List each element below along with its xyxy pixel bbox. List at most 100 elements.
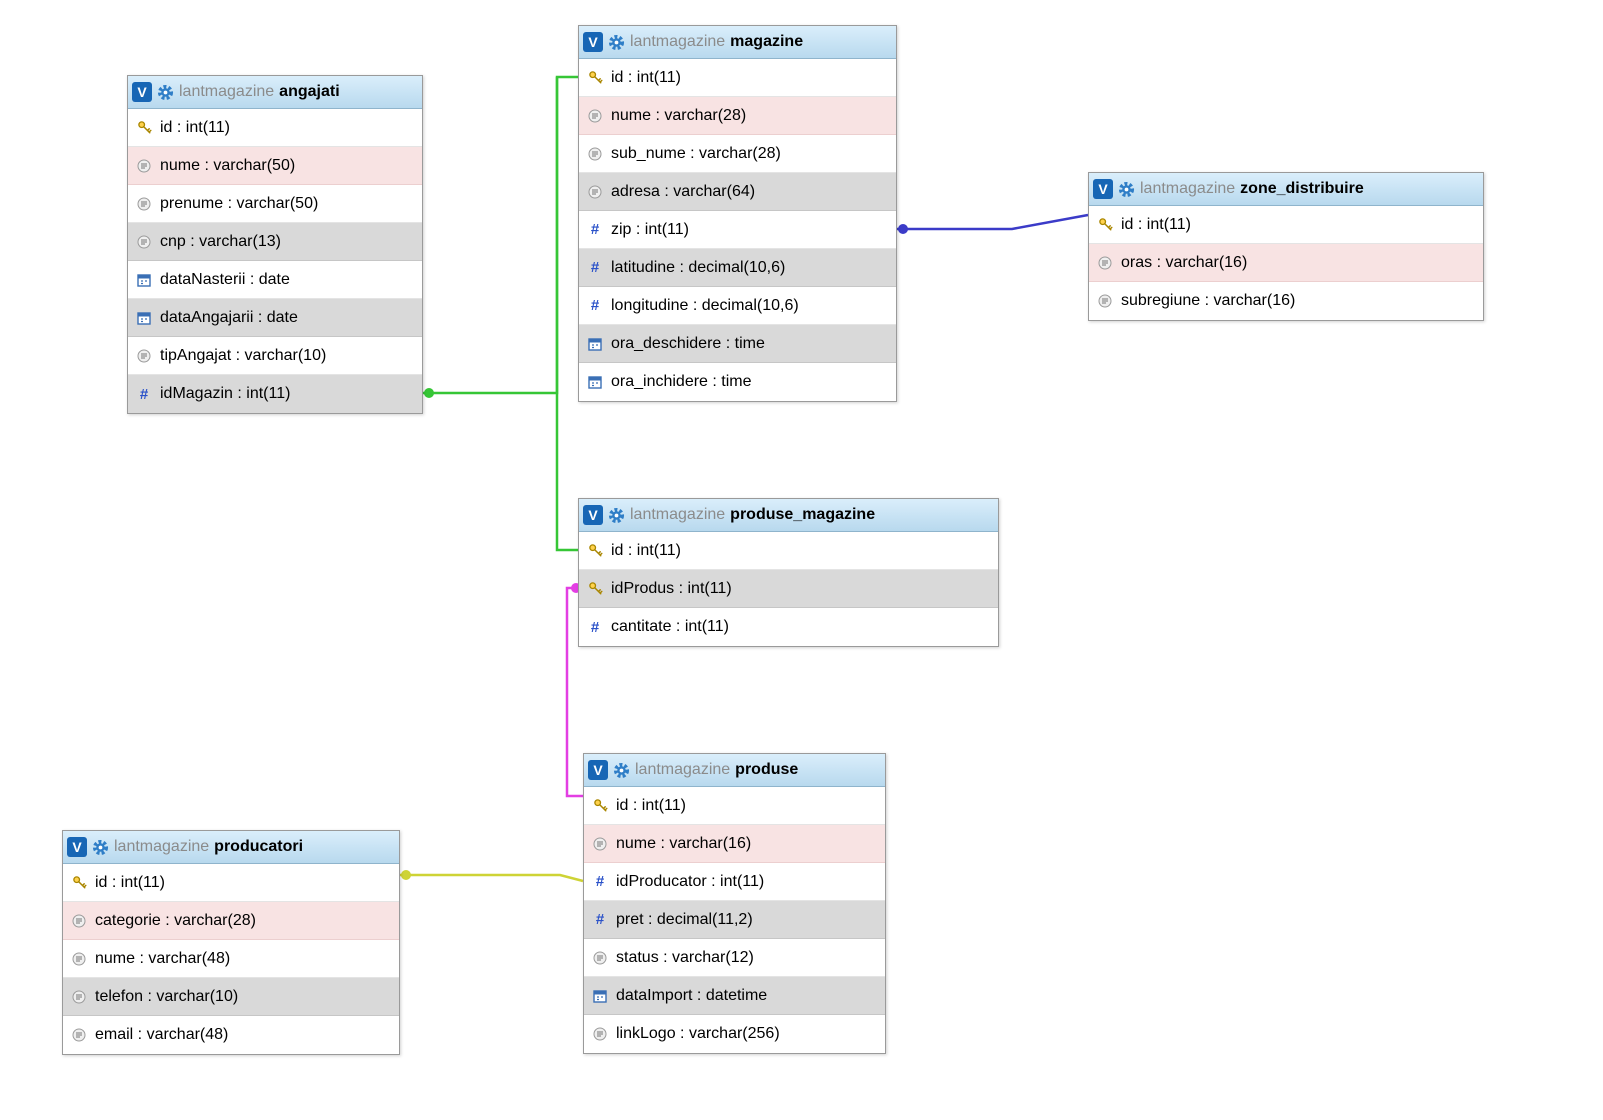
hash-icon: # [590, 618, 600, 636]
column-row-produse-status[interactable]: status : varchar(12) [584, 939, 885, 977]
column-text: id : int(11) [611, 541, 681, 559]
column-row-magazine-id[interactable]: id : int(11) [579, 59, 896, 97]
column-row-angajati-dataNasterii[interactable]: dataNasterii : date [128, 261, 422, 299]
key-icon [136, 120, 152, 135]
table-structure-gear-icon[interactable] [613, 762, 630, 779]
column-row-produse-linkLogo[interactable]: linkLogo : varchar(256) [584, 1015, 885, 1053]
column-row-angajati-tipAngajat[interactable]: tipAngajat : varchar(10) [128, 337, 422, 375]
table-structure-gear-icon[interactable] [1118, 181, 1135, 198]
toggle-columns-icon[interactable]: V [1093, 179, 1113, 199]
column-row-producatori-id[interactable]: id : int(11) [63, 864, 399, 902]
relation-line-angajati.idMagazin-to-magazine.id[interactable] [423, 75, 578, 395]
text-icon [136, 159, 152, 173]
column-row-producatori-nume[interactable]: nume : varchar(48) [63, 940, 399, 978]
text-icon [592, 1027, 608, 1041]
text-icon [587, 147, 603, 161]
column-text: dataImport : datetime [616, 986, 768, 1004]
table-structure-gear-icon[interactable] [157, 84, 174, 101]
relation-connector-dot [401, 870, 411, 880]
toggle-columns-icon[interactable]: V [583, 505, 603, 525]
column-row-produse-pret[interactable]: #pret : decimal(11,2) [584, 901, 885, 939]
column-row-angajati-dataAngajarii[interactable]: dataAngajarii : date [128, 299, 422, 337]
key-icon [587, 543, 603, 558]
column-row-zone_distribuire-id[interactable]: id : int(11) [1089, 206, 1483, 244]
column-row-produse-idProducator[interactable]: # idProducator : int(11) [584, 863, 885, 901]
key-icon [587, 70, 603, 85]
column-text: nume : varchar(16) [616, 834, 752, 852]
column-row-magazine-latitudine[interactable]: #latitudine : decimal(10,6) [579, 249, 896, 287]
relation-line-producatori.id-to-produse.idProducator[interactable] [400, 873, 584, 883]
toggle-columns-icon[interactable]: V [67, 837, 87, 857]
table-structure-gear-icon[interactable] [92, 839, 109, 856]
relation-line-magazine.zip-to-zone_distribuire.id[interactable] [897, 213, 1089, 231]
column-text: linkLogo : varchar(256) [616, 1025, 780, 1042]
column-row-magazine-longitudine[interactable]: # longitudine : decimal(10,6) [579, 287, 896, 325]
column-row-magazine-adresa[interactable]: adresa : varchar(64) [579, 173, 896, 211]
text-icon [136, 235, 152, 249]
column-text: id : int(11) [95, 873, 165, 891]
column-row-zone_distribuire-oras[interactable]: oras : varchar(16) [1089, 244, 1483, 282]
text-icon [1097, 294, 1113, 308]
text-icon [71, 990, 87, 1004]
column-row-angajati-nume[interactable]: nume : varchar(50) [128, 147, 422, 185]
column-text: idProducator : int(11) [616, 872, 765, 890]
column-row-produse_magazine-id[interactable]: id : int(11) [579, 532, 998, 570]
column-row-magazine-ora_inchidere[interactable]: ora_inchidere : time [579, 363, 896, 401]
column-text: status : varchar(12) [616, 948, 754, 966]
column-text: id : int(11) [616, 796, 686, 814]
text-icon [71, 1028, 87, 1042]
hash-icon: # [595, 873, 605, 890]
column-row-angajati-id[interactable]: id : int(11) [128, 109, 422, 147]
text-icon [1097, 256, 1113, 270]
column-row-zone_distribuire-subregiune[interactable]: subregiune : varchar(16) [1089, 282, 1483, 320]
column-row-produse_magazine-idProdus[interactable]: idProdus : int(11) [579, 570, 998, 608]
column-row-producatori-telefon[interactable]: telefon : varchar(10) [63, 978, 399, 1016]
column-row-producatori-email[interactable]: email : varchar(48) [63, 1016, 399, 1054]
column-row-angajati-prenume[interactable]: prenume : varchar(50) [128, 185, 422, 223]
column-row-produse-nume[interactable]: nume : varchar(16) [584, 825, 885, 863]
toggle-columns-icon[interactable]: V [583, 32, 603, 52]
relation-line-produse_magazine.id-to-magazine.id[interactable] [555, 77, 578, 552]
column-text: adresa : varchar(64) [611, 182, 756, 200]
column-row-produse_magazine-cantitate[interactable]: #cantitate : int(11) [579, 608, 998, 646]
table-structure-gear-icon[interactable] [608, 34, 625, 51]
hash-icon: # [595, 911, 605, 928]
column-text: nume : varchar(48) [95, 949, 231, 967]
column-text: oras : varchar(16) [1121, 253, 1248, 271]
column-text: longitudine : decimal(10,6) [611, 296, 799, 314]
toggle-columns-icon[interactable]: V [588, 760, 608, 780]
column-row-angajati-idMagazin[interactable]: #idMagazin : int(11) [128, 375, 422, 413]
relation-connector-dot [898, 224, 908, 234]
text-icon [587, 185, 603, 199]
calendar-icon [136, 273, 152, 287]
toggle-columns-icon[interactable]: V [132, 82, 152, 102]
text-icon [71, 914, 87, 928]
column-row-angajati-cnp[interactable]: cnp : varchar(13) [128, 223, 422, 261]
column-text: ora_inchidere : time [611, 373, 752, 390]
column-row-produse-dataImport[interactable]: dataImport : datetime [584, 977, 885, 1015]
key-icon [592, 798, 608, 813]
column-row-magazine-nume[interactable]: nume : varchar(28) [579, 97, 896, 135]
column-row-magazine-sub_nume[interactable]: sub_nume : varchar(28) [579, 135, 896, 173]
column-row-magazine-ora_deschidere[interactable]: ora_deschidere : time [579, 325, 896, 363]
column-row-producatori-categorie[interactable]: categorie : varchar(28) [63, 902, 399, 940]
column-row-magazine-zip[interactable]: #zip : int(11) [579, 211, 896, 249]
table-structure-gear-icon[interactable] [608, 507, 625, 524]
calendar-icon [587, 337, 603, 351]
column-row-produse-id[interactable]: id : int(11) [584, 787, 885, 825]
hash-icon: # [590, 297, 600, 314]
